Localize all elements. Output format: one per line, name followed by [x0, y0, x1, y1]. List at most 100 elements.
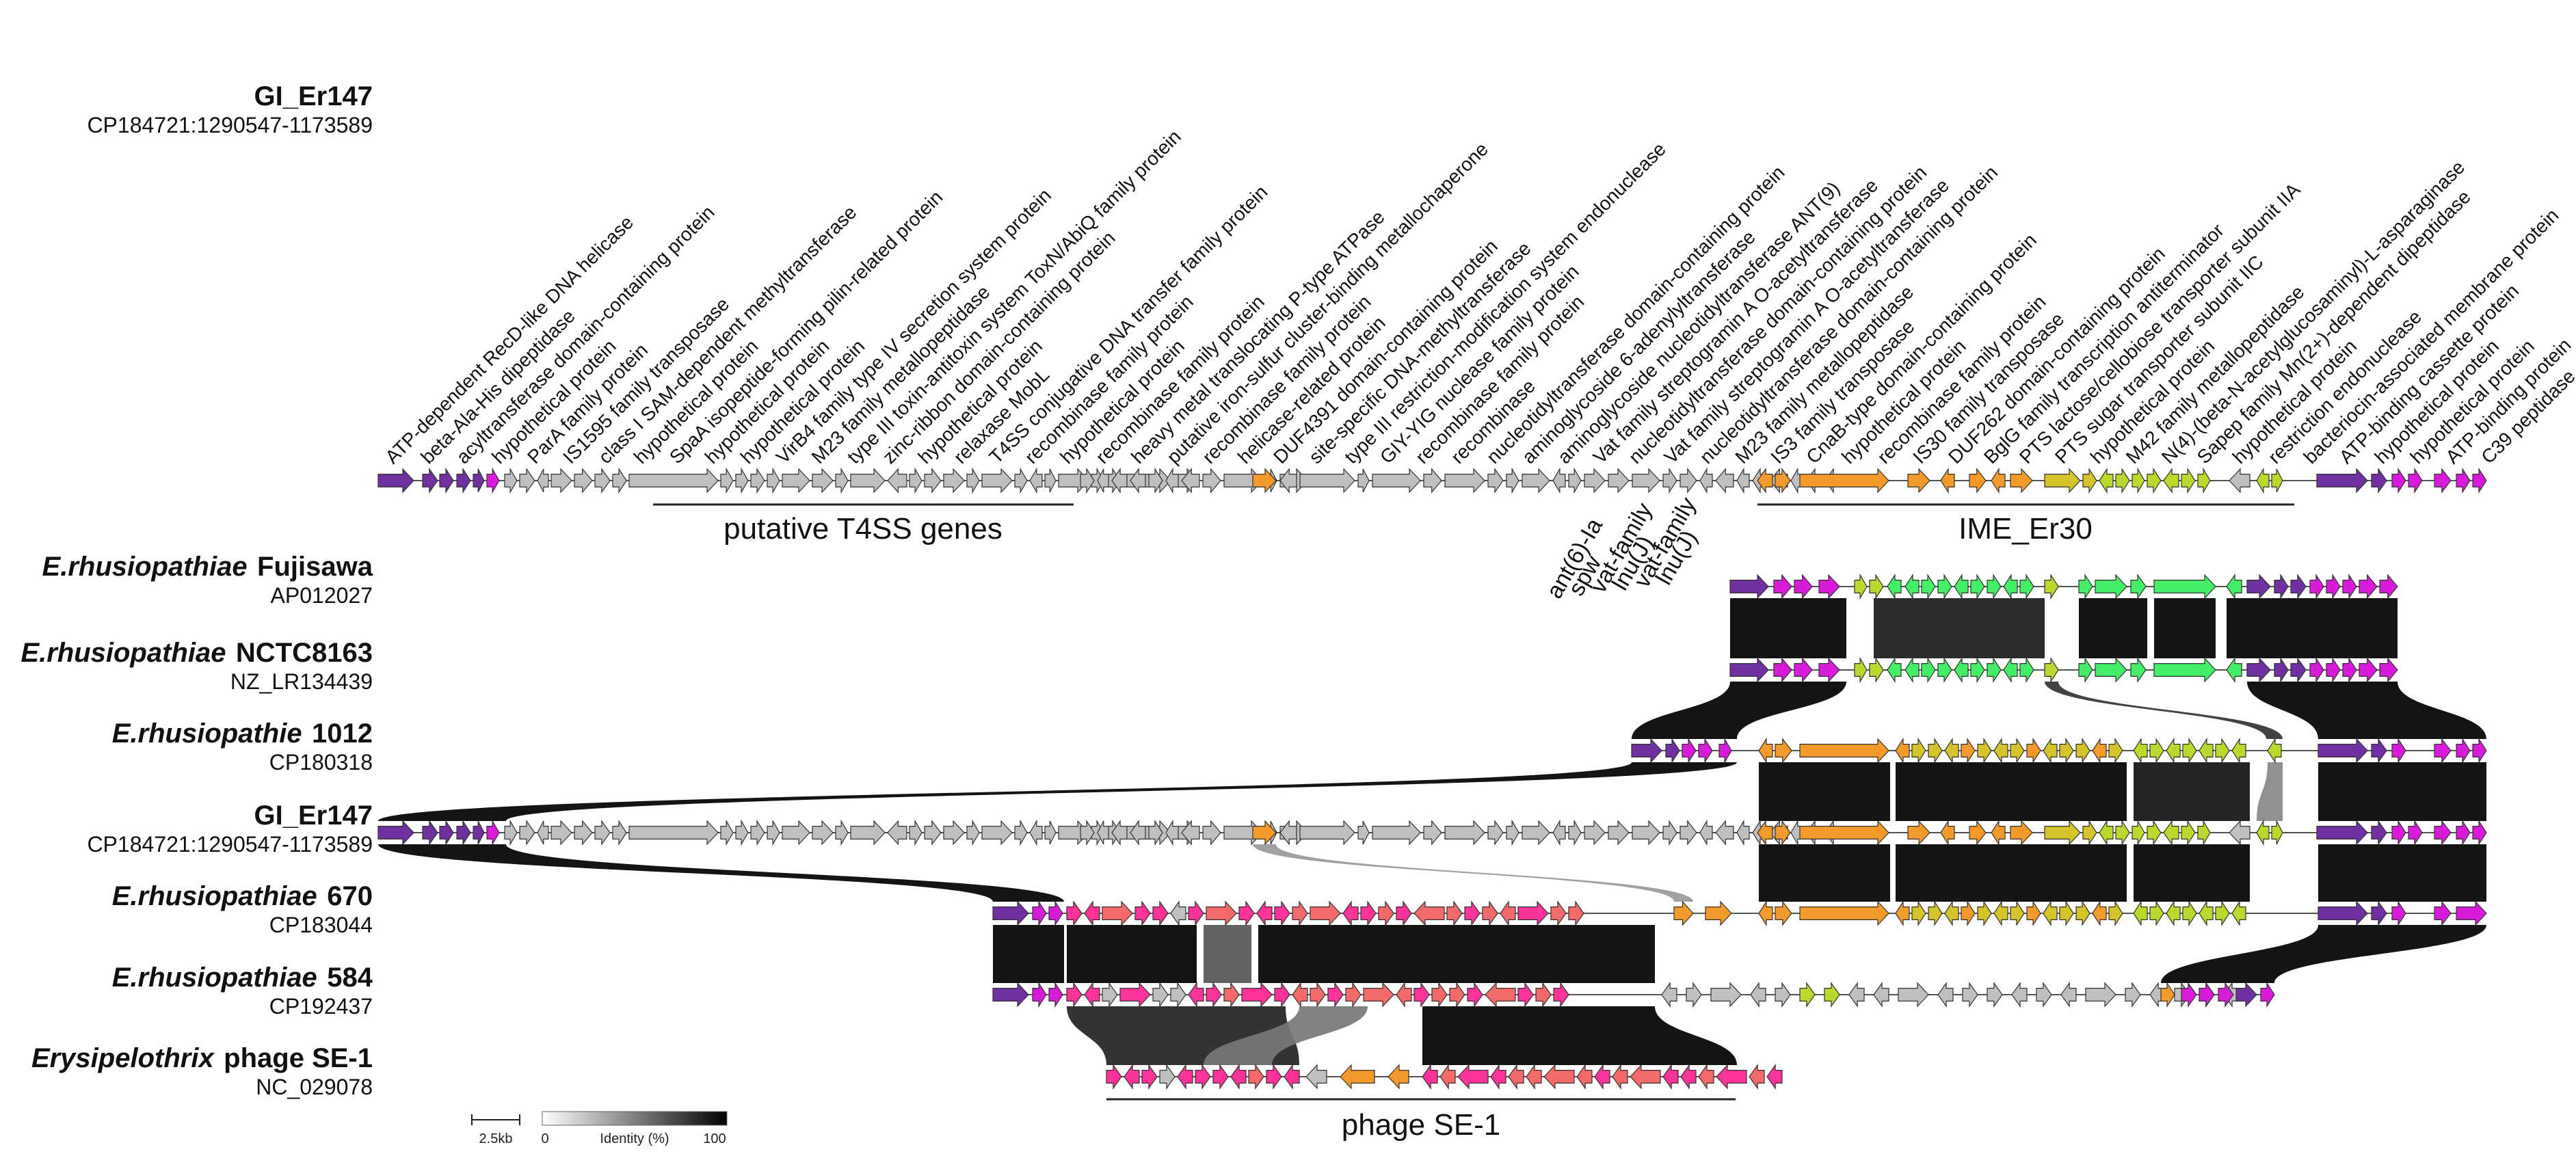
- t4ss-bracket: putative T4SS genes: [653, 503, 1074, 546]
- gene-arrow: [1279, 468, 1297, 494]
- gene-arrow: [1148, 467, 1163, 494]
- gene-arrow: [1080, 819, 1095, 846]
- gene-arrow: [1449, 982, 1465, 1008]
- gene-arrow: [2078, 573, 2093, 600]
- gene-arrow: [1729, 657, 1769, 683]
- gene-arrow: [1775, 820, 1791, 846]
- track-label-top: GI_Er147 CP184721:1290547-1173589: [87, 81, 373, 137]
- gene-arrow: [1662, 1064, 1679, 1090]
- gene-arrow: [1715, 820, 1734, 846]
- gene-arrow: [1517, 982, 1534, 1008]
- gene-arrow: [1252, 820, 1277, 846]
- gene-arrow: [1066, 982, 1083, 1008]
- ime-bracket: IME_Er30: [1757, 503, 2294, 546]
- gene-arrow: [1799, 468, 1889, 494]
- gene-arrow: [1584, 820, 1606, 846]
- gene-arrow: [1378, 900, 1394, 926]
- gene-arrow: [1954, 656, 1969, 684]
- gene-arrow: [1824, 982, 1840, 1008]
- gene-arrow: [504, 819, 518, 846]
- gene-arrow: [1084, 900, 1100, 926]
- track-name: GI_Er147: [254, 81, 373, 111]
- gene-arrow: [887, 820, 907, 846]
- gene-arrow: [2181, 982, 2197, 1008]
- gene-arrow: [1526, 1064, 1542, 1090]
- gene-arrow: [1757, 468, 1773, 494]
- gene-arrow: [2391, 467, 2406, 494]
- gene-arrow: [1799, 982, 1816, 1008]
- gene-arrow: [1970, 656, 1985, 684]
- gene-arrow: [1612, 1064, 1628, 1090]
- gene-arrow: [1869, 656, 1884, 684]
- gene-arrow: [2043, 900, 2058, 927]
- gene-arrow: [1631, 738, 1662, 764]
- homology-link: [2079, 598, 2147, 658]
- gene-arrow: [1818, 574, 1840, 600]
- gene-arrow: [612, 467, 627, 494]
- gene-arrow: [2163, 820, 2179, 846]
- homology-link: [1730, 598, 1846, 658]
- gene-arrow: [1097, 820, 1109, 845]
- gene-arrow: [850, 820, 886, 846]
- gene-arrow: [504, 467, 518, 494]
- gene-arrow: [1775, 900, 1792, 926]
- gene-arrow: [1487, 820, 1504, 846]
- gene-arrow: [2371, 900, 2387, 926]
- gene-arrow: [1188, 982, 1204, 1008]
- gene-arrow: [2115, 467, 2130, 494]
- gene-arrow: [2082, 819, 2097, 846]
- track-species: E.rhusiopathiae: [112, 881, 317, 911]
- gene-arrow: [1181, 820, 1200, 846]
- svg-text:E.rhusiopathiae 584: E.rhusiopathiae 584: [112, 963, 373, 993]
- gene-arrow: [2125, 982, 2141, 1008]
- gene-arrow: [1977, 737, 1992, 764]
- gene-arrow: [1032, 981, 1047, 1008]
- gene-arrow: [2075, 737, 2090, 764]
- track-name: GI_Er147: [254, 801, 373, 831]
- gene-arrow: [2130, 657, 2147, 683]
- gene-arrow: [2003, 573, 2018, 600]
- gene-arrow: [1066, 900, 1083, 926]
- identity-min: 0: [541, 1131, 548, 1146]
- gene-arrow: [2472, 467, 2487, 494]
- homology-link: [1896, 844, 2127, 902]
- gene-arrow: [2133, 900, 2148, 927]
- gene-arrow: [456, 819, 471, 846]
- gene-arrow: [2318, 738, 2368, 764]
- gene-arrow: [1170, 982, 1186, 1008]
- gene-arrow: [1134, 900, 1151, 926]
- gene-arrow: [1576, 1064, 1593, 1090]
- gene-arrow: [1679, 468, 1697, 494]
- gene-arrow: [2092, 737, 2107, 764]
- gene-arrow: [1987, 656, 2002, 684]
- homology-link: [2161, 925, 2486, 983]
- gene-arrow: [1396, 982, 1412, 1008]
- gene-arrow: [1679, 820, 1697, 846]
- homology-link: [1632, 682, 1846, 739]
- gene-arrow: [1873, 982, 1889, 1008]
- gene-arrow: [628, 468, 719, 494]
- gene-arrow: [1506, 819, 1519, 846]
- gene-arrow: [1699, 467, 1713, 494]
- homology-link: [1204, 1006, 1368, 1065]
- gene-arrow: [2010, 900, 2025, 927]
- track-species: E.rhusiopathiae: [112, 963, 317, 993]
- gene-arrow: [1431, 982, 1448, 1008]
- homology-link: [2318, 762, 2486, 821]
- gene-arrow: [1266, 1064, 1282, 1090]
- track-species: Erysipelothrix: [31, 1043, 215, 1073]
- gene-arrow: [1716, 1064, 1747, 1090]
- gene-arrow: [1148, 819, 1163, 846]
- gene-arrow: [1969, 820, 1987, 846]
- gene-arrow: [422, 468, 438, 494]
- homology-link: [2134, 844, 2250, 902]
- gene-arrow: [473, 468, 485, 493]
- gene-arrow: [1887, 656, 1902, 684]
- homology-links: [378, 598, 2486, 1065]
- track-label-phage: Erysipelothrix phage SE-1 NC_029078: [31, 1043, 373, 1099]
- gene-arrow: [2060, 982, 2077, 1008]
- gene-arrow: [1895, 737, 1910, 764]
- resistance-labels: ant(6)-Iaspwvat-familylnu(J)vat-familyln…: [1541, 493, 1702, 603]
- gene-arrow: [1305, 1064, 1327, 1090]
- gene-arrow: [1206, 982, 1222, 1008]
